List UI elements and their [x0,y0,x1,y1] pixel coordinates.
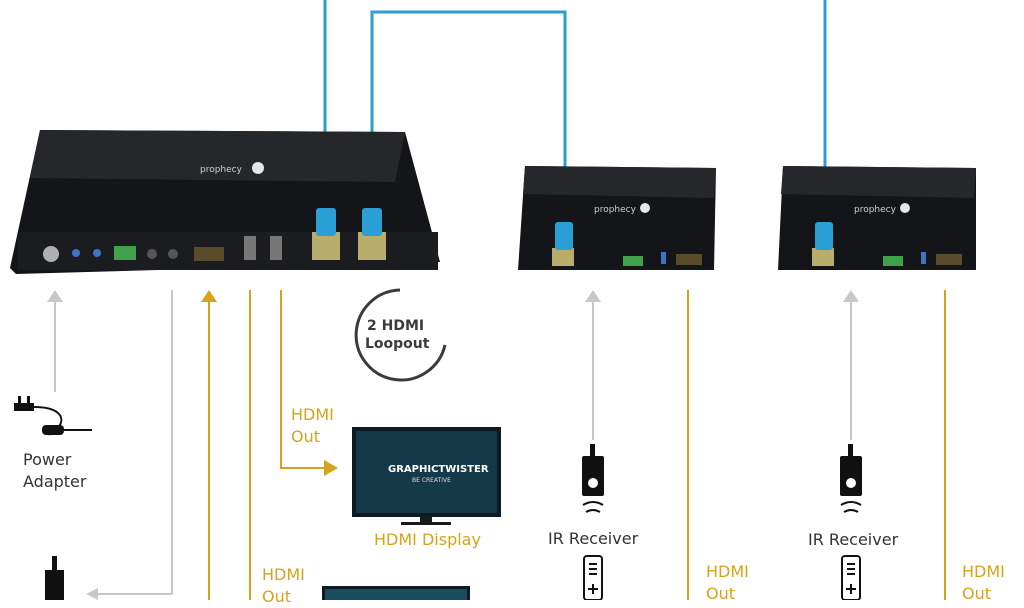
hdmi-in-port-icon [194,247,224,261]
loopout-label-line1: 2 HDMI [367,318,424,334]
power-adapter-label: Power Adapter [23,449,86,493]
hdmi-out-label-3-line2: Out [706,584,736,603]
ir-port-icon [147,249,157,259]
rj45-plug-icon [555,222,573,250]
rj45-plug-icon [316,208,336,236]
dip-switch-icon [72,249,80,257]
receiver-device-2: prophecy [778,166,976,270]
arrow-up-icon [47,290,63,302]
ir-extender-plug-icon [45,556,64,600]
power-adapter-icon [14,396,92,436]
dip-switch-icon [661,252,666,264]
ir-receiver-icon-1 [582,444,604,513]
gray-connectors [54,290,852,595]
rj45-port-icon [552,248,574,266]
loopout-label-line2: Loopout [365,336,430,352]
power-adapter-label-line2: Adapter [23,472,87,491]
hdmi-out-label-3-line1: HDMI [706,562,749,581]
tv-logo-subtext: BE CREATIVE [412,477,451,484]
rj45-plug-icon [815,222,833,250]
power-adapter-label-line1: Power [23,450,72,469]
hdmi-out-label-4-line2: Out [962,584,992,603]
arrow-up-icon [585,290,601,302]
hdmi-out-label-1-line2: Out [291,427,321,446]
receiver-2-brand-text: prophecy [854,205,897,215]
ir-receiver-label-1: IR Receiver [548,529,639,548]
ir-receiver-icon-2 [840,444,862,513]
hdmi-out-label-1: HDMI Out [291,404,334,448]
tv-stand-neck [420,517,432,522]
dip-switch-icon [921,252,926,264]
rs232-terminal-icon [114,246,136,260]
receiver-1-brand-text: prophecy [594,205,637,215]
remote-control-icon-2 [841,555,861,600]
rj45-port-icon [358,232,386,260]
arrow-left-icon [86,588,98,600]
rs232-terminal-icon [883,256,903,266]
rj45-port-icon [312,232,340,260]
second-display-partial [322,586,470,600]
dip-switch-icon [93,249,101,257]
hdmi-loop-port-icon [270,236,282,260]
hdmi-loop-port-icon [244,236,256,260]
gray-arrowheads [47,290,859,600]
hdmi-out-label-4-line1: HDMI [962,562,1005,581]
arrow-up-icon [201,290,217,302]
cable-to-receiver-1 [370,10,567,222]
ir-port-icon [168,249,178,259]
hdmi-out-label-4: HDMI Out [962,561,1005,605]
hdmi-out-port-icon [936,254,962,265]
ir-receiver-label-2: IR Receiver [808,530,899,549]
brand-logo-icon [900,203,910,213]
rs232-terminal-icon [623,256,643,266]
rj45-port-icon [812,248,834,266]
hdmi-display-tv: GRAPHICTWISTER BE CREATIVE [352,427,501,525]
orange-arrowheads [201,290,338,476]
receiver-device-1: prophecy [518,166,716,270]
hdmi-out-label-1-line1: HDMI [291,405,334,424]
tv-logo-text: GRAPHICTWISTER [388,464,489,475]
hdmi-out-label-2-line1: HDMI [262,565,305,584]
hdmi-loop-line-2 [280,290,326,469]
brand-logo-icon [252,162,264,174]
hdmi-signal-lines [208,290,946,600]
tv-stand-base [401,522,451,525]
hdmi-out-label-3: HDMI Out [706,561,749,605]
rj45-plug-icon [362,208,382,236]
ir-extender-line [96,290,173,595]
power-port-icon [43,246,59,262]
arrow-up-icon [843,290,859,302]
hdmi-out-port-icon [676,254,702,265]
loopout-badge: 2 HDMI Loopout [354,288,447,382]
remote-control-icon-1 [583,555,603,600]
transmitter-brand-text: prophecy [200,165,243,175]
hdmi-out-label-2-line2: Out [262,587,292,606]
brand-logo-icon [640,203,650,213]
transmitter-device: prophecy [10,130,440,274]
arrow-right-icon [324,460,338,476]
hdmi-out-label-2: HDMI Out [262,564,305,608]
hdmi-display-label: HDMI Display [374,530,481,549]
